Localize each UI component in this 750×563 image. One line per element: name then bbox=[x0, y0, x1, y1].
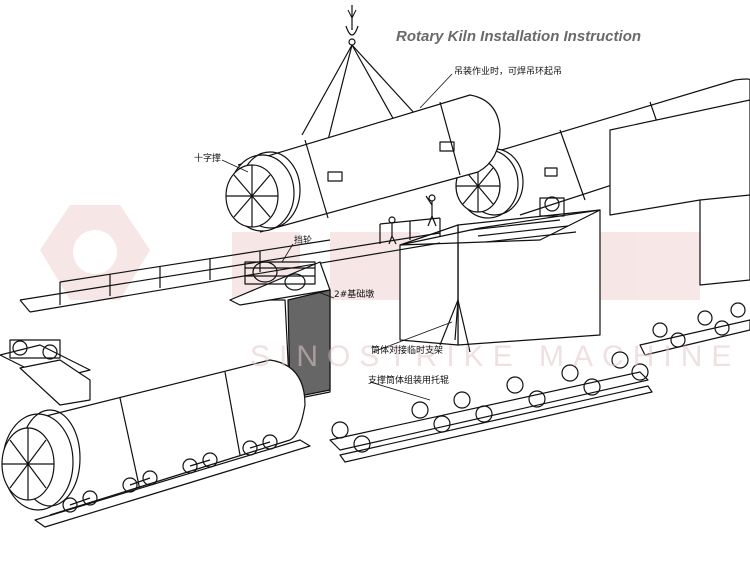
pier-block-right bbox=[399, 99, 750, 346]
roller-pair bbox=[611, 351, 649, 381]
roller-bracket-left-row bbox=[34, 434, 311, 528]
tug-wheel-assembly bbox=[244, 261, 316, 291]
cross-brace-ring-bottom bbox=[1, 427, 55, 501]
roller-pair bbox=[453, 391, 493, 423]
label-pier: 2#基础墩 bbox=[334, 290, 375, 300]
pier-block-center bbox=[229, 261, 331, 401]
temporary-support-tripod bbox=[439, 228, 471, 353]
suspended-kiln-section bbox=[225, 94, 501, 233]
worker-figure bbox=[388, 216, 397, 245]
label-cross-brace: 十字撑 bbox=[194, 154, 222, 164]
label-butt-support: 筒体对接临时支架 bbox=[371, 346, 444, 356]
roller-bracket-center-row bbox=[329, 351, 653, 463]
roller-pair bbox=[331, 421, 371, 453]
label-leaders bbox=[221, 73, 453, 401]
diagram-title: Rotary Kiln Installation Instruction bbox=[396, 28, 642, 45]
roller-pair bbox=[411, 401, 451, 433]
roller-bracket-right-row bbox=[639, 302, 750, 356]
watermark-brand-text: SINOSTRIKE MACHINE bbox=[250, 340, 741, 373]
worker-figure bbox=[425, 194, 437, 227]
assembled-kiln-shell bbox=[1, 359, 306, 516]
cross-brace-ring-top bbox=[225, 164, 279, 228]
pier-block-left bbox=[19, 359, 91, 406]
label-roller-bracket: 支撑筒体组装用托辊 bbox=[368, 376, 450, 386]
label-tug-wheel: 挡轮 bbox=[294, 236, 313, 246]
roller-pair bbox=[506, 376, 546, 408]
roller-pair bbox=[561, 364, 601, 396]
label-hoist-note: 吊装作业时，可焊吊环起吊 bbox=[454, 67, 563, 77]
watermark-logo bbox=[40, 205, 700, 300]
walkway-platform bbox=[19, 217, 441, 313]
